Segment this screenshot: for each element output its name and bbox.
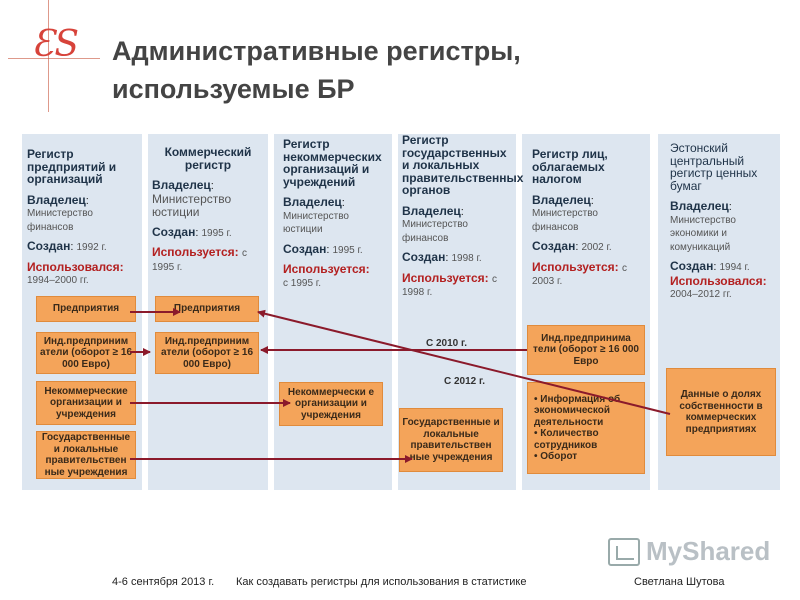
register-name: Регистр предприятий и организаций xyxy=(27,147,117,186)
used-value: с 2003 г. xyxy=(532,262,628,288)
created-value: 1998 г. xyxy=(451,253,482,264)
logo: ƐS xyxy=(8,0,100,112)
created-label: Создан xyxy=(283,241,327,256)
column-bg-3 xyxy=(274,134,392,490)
register-name: Регистр некоммерческих организаций и учр… xyxy=(283,137,382,189)
created-value: 1992 г. xyxy=(76,242,107,253)
owner-label: Владелец xyxy=(152,178,211,192)
used-value: 2004–2012 гг. xyxy=(670,289,732,300)
box-col1-government: Государственные и локальные правительств… xyxy=(36,431,136,479)
register-column-3: Регистр некоммерческих организаций и учр… xyxy=(283,138,389,296)
box-col1-ind-entrepreneurs: Инд.предприним атели (оборот ≥ 16 000 Ев… xyxy=(36,332,136,374)
myshared-watermark: MyShared xyxy=(608,536,770,567)
register-column-2: Коммерческий регистр Владелец:Министерст… xyxy=(152,146,264,280)
used-value: с 1998 г. xyxy=(402,273,498,299)
register-column-6: Эстонский центральный регистр ценных бум… xyxy=(670,142,776,308)
watermark-text: MyShared xyxy=(646,536,771,566)
created-label: Создан xyxy=(27,239,71,253)
register-name: Коммерческий регистр xyxy=(164,145,252,172)
owner-label: Владелец xyxy=(283,195,342,209)
owner-label: Владелец xyxy=(670,199,729,213)
created-value: 2002 г. xyxy=(581,242,612,253)
owner-value: Министерство экономики и комуникаций xyxy=(670,214,736,253)
register-name: Регистр лиц, облагаемых налогом xyxy=(532,147,608,186)
owner-value: Министерство финансов xyxy=(402,219,468,244)
used-value: 1994–2000 гг. xyxy=(27,275,89,286)
register-name: Регистр государственных и локальных прав… xyxy=(402,133,524,197)
logo-mark: ƐS xyxy=(32,24,80,65)
year-label-2012: С 2012 г. xyxy=(444,376,485,387)
slide-title: Административные регистры, используемые … xyxy=(112,32,712,108)
logo-vertical-line xyxy=(48,0,49,112)
created-label: Создан xyxy=(670,259,714,273)
title-line-1: Административные регистры, xyxy=(112,36,521,66)
year-label-2010: С 2010 г. xyxy=(426,338,467,349)
box-col5-info: • Информация об экономической деятельнос… xyxy=(527,382,645,474)
owner-value: Министерство финансов xyxy=(532,208,598,233)
created-value: 1995 г. xyxy=(201,227,232,239)
box-col1-enterprises: Предприятия xyxy=(36,296,136,322)
created-label: Создан xyxy=(152,224,196,239)
box-col3-nonprofit: Некоммерчески е организации и учреждения xyxy=(279,382,383,426)
owner-label: Владелец xyxy=(402,203,461,218)
title-line-2: используемые БР xyxy=(112,74,355,104)
box-col2-enterprises: Предприятия xyxy=(155,296,259,322)
used-value: с 1995 г. xyxy=(152,248,248,273)
used-label: Используется xyxy=(283,262,366,276)
footer-topic: Как создавать регистры для использования… xyxy=(236,576,527,588)
register-column-4: Регистр государственных и локальных прав… xyxy=(402,133,524,299)
used-label: Используется xyxy=(402,270,485,285)
footer-author: Светлана Шутова xyxy=(634,576,725,588)
used-label: Использовался xyxy=(670,273,763,288)
owner-label: Владелец xyxy=(532,192,591,207)
info-item: • Количество сотрудников xyxy=(534,428,599,451)
box-col2-ind-entrepreneurs: Инд.предприним атели (оборот ≥ 16 000 Ев… xyxy=(155,332,259,374)
presentation-icon xyxy=(608,537,640,566)
register-name: Эстонский центральный регистр ценных бум… xyxy=(670,141,758,193)
used-label: Используется xyxy=(532,259,615,274)
owner-value: Министерство юстиции xyxy=(152,191,232,219)
logo-horizontal-line xyxy=(8,58,100,59)
info-item: • Оборот xyxy=(534,451,578,462)
owner-value: Министерство финансов xyxy=(27,208,93,233)
arrow-shares-2012 xyxy=(257,309,671,415)
box-col5-ind-entrepreneurs: Инд.предпринима тели (оборот ≥ 16 000 Ев… xyxy=(527,325,645,375)
box-col6-shares: Данные о долях собственности в коммерчес… xyxy=(666,368,776,456)
register-column-1: Регистр предприятий и организаций Владел… xyxy=(27,148,139,294)
used-label: Используется xyxy=(152,245,235,259)
created-label: Создан xyxy=(402,250,446,264)
owner-value: Министерство юстиции xyxy=(283,210,349,236)
used-value: с 1995 г. xyxy=(283,277,322,289)
box-col4-government: Государственные и локальные правительств… xyxy=(399,408,503,472)
footer-date: 4-6 сентября 2013 г. xyxy=(112,576,215,588)
box-col1-nonprofit: Некоммерческие организации и учреждения xyxy=(36,381,136,425)
info-item: • Информация об экономической деятельнос… xyxy=(534,393,621,428)
owner-label: Владелец xyxy=(27,192,86,207)
used-label: Использовался xyxy=(27,259,120,274)
created-value: 1994 г. xyxy=(719,262,750,273)
created-value: 1995 г. xyxy=(332,244,363,256)
created-label: Создан xyxy=(532,239,576,253)
register-column-5: Регистр лиц, облагаемых налогом Владелец… xyxy=(532,148,646,295)
